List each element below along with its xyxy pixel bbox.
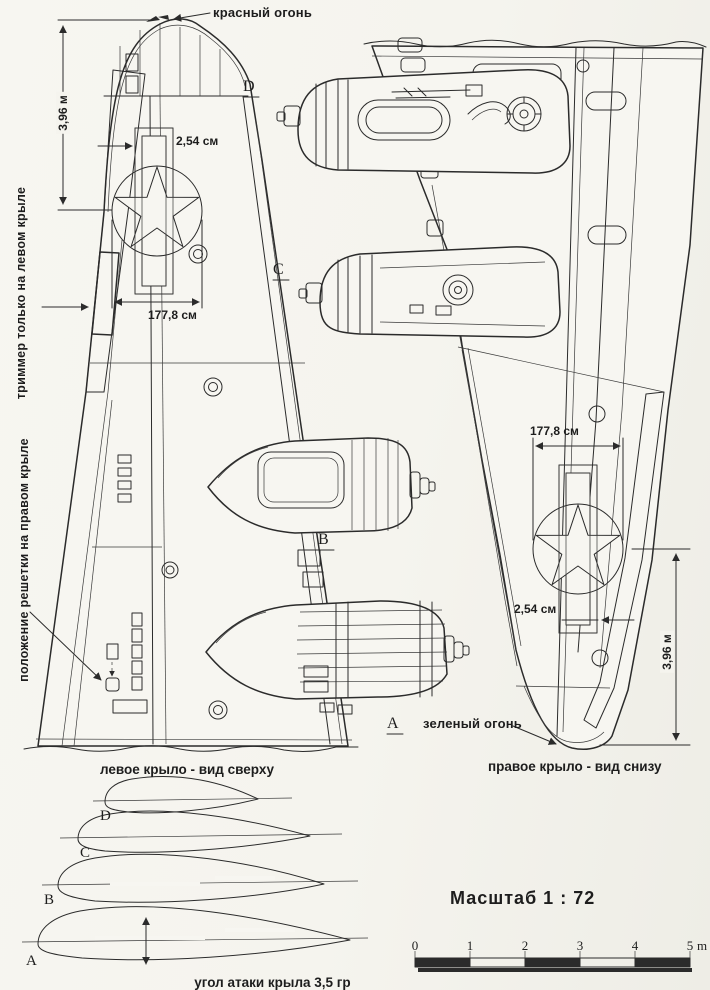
green-light-leader (512, 725, 557, 745)
scale-title: Масштаб 1 : 72 (450, 888, 596, 908)
wing-gun (391, 84, 483, 99)
scale-unit-label: m (696, 938, 708, 953)
scale-tick-3: 3 (576, 938, 584, 953)
section-mark-d: D (243, 78, 255, 95)
aileron-rib-strip (85, 69, 146, 393)
section-mark-a: A (387, 715, 399, 732)
right-aileron-rib-strip (583, 391, 665, 729)
wing-grille (112, 699, 148, 714)
red-light-leader (146, 12, 211, 22)
torn-edge-left-wing (23, 745, 359, 752)
grille-leader (29, 611, 102, 681)
airfoil-sections (21, 776, 369, 965)
section-mark-c: C (273, 261, 284, 278)
tip-ribs (119, 23, 221, 96)
turbosupercharger-top (506, 96, 542, 132)
grille-note-label: положение решетки на правом крыле (17, 438, 31, 682)
grille-marker (106, 643, 119, 660)
flap-slot-column (131, 612, 143, 691)
left-star-dimension: 177,8 см (148, 308, 197, 322)
green-light-label: зеленый огонь (423, 716, 522, 731)
right-wing-caption: правое крыло - вид снизу (488, 759, 662, 774)
left-wing-nacelle-upper (207, 437, 436, 534)
left-band-dimension: 2,54 см (176, 134, 219, 148)
left-wing-top-view (23, 12, 470, 752)
airfoil-label-d: D (100, 808, 111, 824)
left-wing-outline (37, 18, 349, 747)
right-band-dimension: 2,54 см (514, 602, 557, 616)
scale-tick-5: 5 (686, 938, 694, 953)
right-wing-nacelle-second (298, 246, 561, 338)
scale-tick-2: 2 (521, 938, 529, 953)
right-span-dimension: 3,96 м (660, 631, 674, 673)
oil-cooler-grille (357, 99, 451, 141)
star-icon (114, 166, 200, 248)
trimmer-note-label: триммер только на левом крыле (14, 186, 28, 400)
scale-tick-4: 4 (631, 938, 639, 953)
airfoil-label-a: A (26, 953, 37, 969)
turbosupercharger-second (442, 274, 474, 306)
dim-left-star (111, 219, 203, 309)
airfoil-section-d (92, 776, 293, 814)
section-underlines-left (242, 96, 404, 735)
star-insignia-right (532, 464, 624, 634)
grille-target-square (105, 677, 120, 692)
dim-right-span (599, 548, 691, 746)
left-span-dimension: 3,96 м (56, 92, 70, 134)
right-wing-bottom-view (276, 37, 707, 750)
torn-edge-right-wing (363, 39, 707, 48)
right-wing-nacelle-top (276, 68, 571, 174)
airfoil-label-c: C (80, 845, 91, 861)
left-wing-nacelle-lower (205, 600, 470, 700)
left-wing-caption: левое крыло - вид сверху (100, 762, 275, 777)
attack-angle-caption: угол атаки крыла 3,5 гр (194, 975, 351, 990)
section-mark-b: B (318, 531, 329, 548)
scale-bar (414, 951, 692, 972)
airfoil-section-a (21, 906, 369, 965)
star-insignia-left (111, 127, 203, 295)
filler-caps (161, 244, 228, 720)
scale-tick-1: 1 (466, 938, 474, 953)
scale-tick-0: 0 (411, 938, 419, 953)
cowl-slots-upper (117, 454, 132, 503)
star-icon (535, 504, 621, 586)
trim-tab (91, 251, 120, 336)
airfoil-section-c (59, 810, 343, 853)
airfoil-section-b (41, 853, 359, 903)
red-light-label: красный огонь (213, 5, 313, 20)
dim-right-star (532, 437, 624, 541)
right-star-dimension: 177,8 см (530, 424, 579, 438)
airfoil-label-b: B (44, 892, 55, 908)
